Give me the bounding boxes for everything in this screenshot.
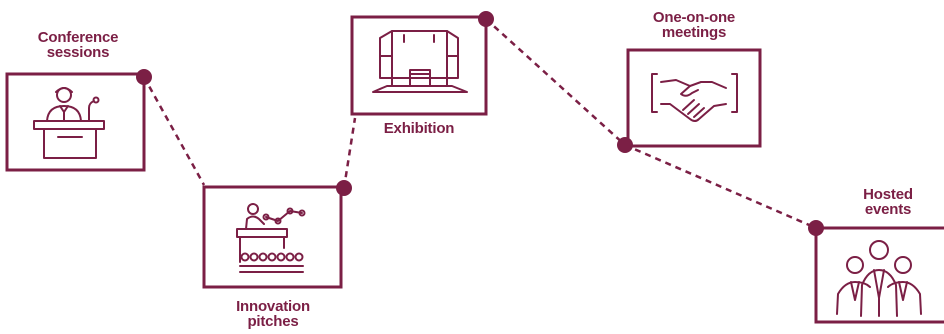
presentation-audience-icon [236,203,306,273]
node-hosted-events [808,220,944,324]
label-one-on-one-meetings-line-2: meetings [661,24,727,41]
exhibition-frame [350,15,488,116]
node-innovation-pitches [202,180,352,289]
exhibition-booth-icon [372,30,468,93]
label-hosted-events-line-2: events [864,201,912,218]
group-people-icon [836,240,922,317]
one-on-one-meetings-frame [626,48,762,148]
label-one-on-one-meetings: One-on-one meetings [638,10,750,40]
conference-sessions-dot [136,69,152,85]
node-exhibition [350,11,494,116]
node-one-on-one-meetings [617,48,762,153]
handshake-icon [651,73,738,122]
label-exhibition-line-1: Exhibition [383,120,455,137]
exhibition-dot [478,11,494,27]
label-one-on-one-meetings-line-1: One-on-one [652,9,736,26]
connector-path [142,18,817,230]
speaker-podium-icon [33,87,105,159]
label-innovation-pitches: Innovation pitches [218,299,328,329]
innovation-pitches-dot [336,180,352,196]
label-conference-sessions-line-2: sessions [46,44,110,61]
label-innovation-pitches-line-1: Innovation [236,298,310,315]
label-hosted-events-line-1: Hosted [863,186,913,203]
one-on-one-meetings-dot [617,137,633,153]
hosted-events-dot [808,220,824,236]
label-hosted-events: Hosted events [838,187,938,217]
label-exhibition: Exhibition [366,121,472,136]
label-conference-sessions-line-1: Conference [37,29,119,46]
node-conference-sessions [5,69,152,172]
label-conference-sessions: Conference sessions [24,30,132,60]
label-innovation-pitches-line-2: pitches [247,313,299,330]
